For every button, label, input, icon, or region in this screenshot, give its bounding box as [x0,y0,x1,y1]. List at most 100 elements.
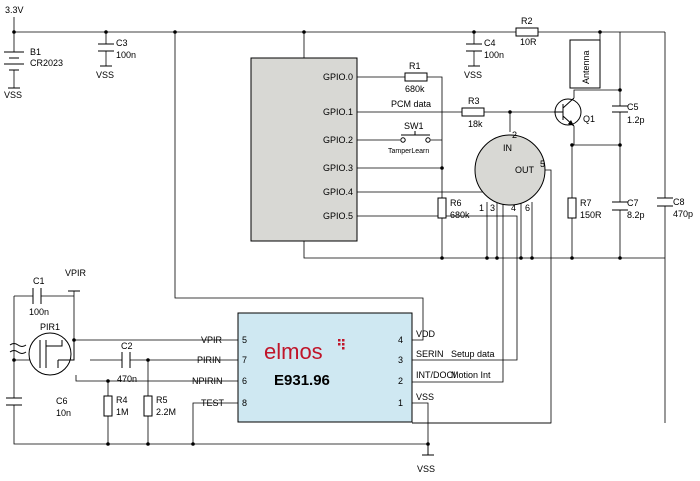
pin-test-num: 8 [242,398,247,408]
microcontroller [250,57,358,242]
resistor-r1 [404,72,428,82]
resistor-r7 [567,197,577,219]
c6-value: 10n [56,408,71,418]
pin-vdd-name: VDD [416,329,436,339]
pin-npirin-name: NPIRIN [192,376,223,386]
capacitor-c1 [32,288,42,304]
pin-vss-num: 1 [398,398,403,408]
sw1-value: TamperLearn [388,148,429,155]
pir-sensor [9,332,75,376]
resistor-r2 [515,27,539,37]
c1-value: 100n [29,307,49,317]
vcc-label: 3.3V [5,5,24,15]
wires [13,17,666,455]
r6-ref: R6 [450,198,462,208]
saw-out-label: OUT [515,165,535,175]
ground-symbols [8,65,480,456]
pin-vpir-name: VPIR [201,335,223,345]
transistor-q1 [554,97,582,127]
capacitor-c7 [612,201,628,211]
setup-data-label: Setup data [451,349,495,359]
r7-ref: R7 [580,198,592,208]
r2-value: 10R [520,37,537,47]
saw-pin-6: 6 [525,203,530,213]
r2-ref: R2 [521,16,533,26]
capacitor-c6 [6,397,22,406]
r1-value: 680k [405,84,425,94]
gpio2-label: GPIO.2 [323,135,353,145]
saw-pin-2: 2 [512,130,517,140]
battery-b1 [4,51,24,76]
resistor-r4 [103,395,113,417]
saw-pin-5: 5 [540,159,545,169]
capacitor-c5 [612,105,628,118]
motion-int-label: Motion Int [451,370,491,380]
pin-pirin-num: 7 [242,355,247,365]
saw-in-label: IN [503,143,512,153]
mcu-pins: GPIO.0 GPIO.1 GPIO.2 GPIO.3 GPIO.4 GPIO.… [323,72,353,221]
q1-ref: Q1 [583,114,595,124]
b1-ref: B1 [30,47,41,57]
pin-vdd-num: 4 [398,335,403,345]
capacitor-c8 [657,197,673,207]
switch-sw1 [400,131,431,143]
gpio4-label: GPIO.4 [323,187,353,197]
pin-test-name: TEST [201,398,225,408]
c7-ref: C7 [627,198,639,208]
r1-ref: R1 [409,61,421,71]
r7-value: 150R [580,210,602,220]
ic-left-pins: VPIR 5 PIRIN 7 NPIRIN 6 TEST 8 [192,335,247,408]
gpio5-label: GPIO.5 [323,211,353,221]
c5-ref: C5 [627,102,639,112]
saw-resonator [474,134,546,206]
resistor-r5 [143,395,153,417]
c3-value: 100n [116,50,136,60]
r5-value: 2.2M [156,407,176,417]
capacitor-c4 [466,43,482,52]
pcm-data-label: PCM data [391,99,431,109]
c8-value: 470p [673,209,693,219]
ic-brand-logo: elmos [264,339,323,364]
sw1-ref: SW1 [404,121,424,131]
antenna-label: Antenna [581,50,591,84]
e931-ic [237,312,413,423]
pir1-ref: PIR1 [40,322,60,332]
capacitor-c2 [121,352,131,368]
c3-ref: C3 [116,38,128,48]
b1-value: CR2023 [30,58,63,68]
saw-pin-3: 3 [490,203,495,213]
capacitor-c3 [98,43,114,52]
c8-ref: C8 [673,197,685,207]
c2-value: 470n [117,374,137,384]
r5-ref: R5 [156,395,168,405]
pin-vss-name: VSS [416,392,434,402]
resistor-r3 [461,107,485,117]
resistor-r6 [437,197,447,219]
gpio3-label: GPIO.3 [323,163,353,173]
vss-c4-label: VSS [464,70,482,80]
pin-int-num: 2 [398,376,403,386]
pin-int-name: INT/DOCI [416,370,456,380]
c4-value: 100n [484,50,504,60]
c6-ref: C6 [56,396,68,406]
r6-value: 680k [450,210,470,220]
c5-value: 1.2p [627,115,645,125]
c7-value: 8.2p [627,210,645,220]
c1-ref: C1 [33,276,45,286]
r4-ref: R4 [116,395,128,405]
pin-serin-num: 3 [398,355,403,365]
vss-b1-label: VSS [4,90,22,100]
ic-right-pins: 4 VDD 3 SERIN 2 INT/DOCI 1 VSS [398,329,456,408]
vss-bottom-label: VSS [417,464,435,474]
gpio0-label: GPIO.0 [323,72,353,82]
saw-pin-1: 1 [479,203,484,213]
saw-pin-4: 4 [511,203,516,213]
c2-ref: C2 [121,341,133,351]
r3-value: 18k [468,119,483,129]
antenna-element [569,39,601,89]
gpio1-label: GPIO.1 [323,107,353,117]
pin-vpir-num: 5 [242,335,247,345]
ic-part-name: E931.96 [274,372,330,389]
c4-ref: C4 [484,38,496,48]
